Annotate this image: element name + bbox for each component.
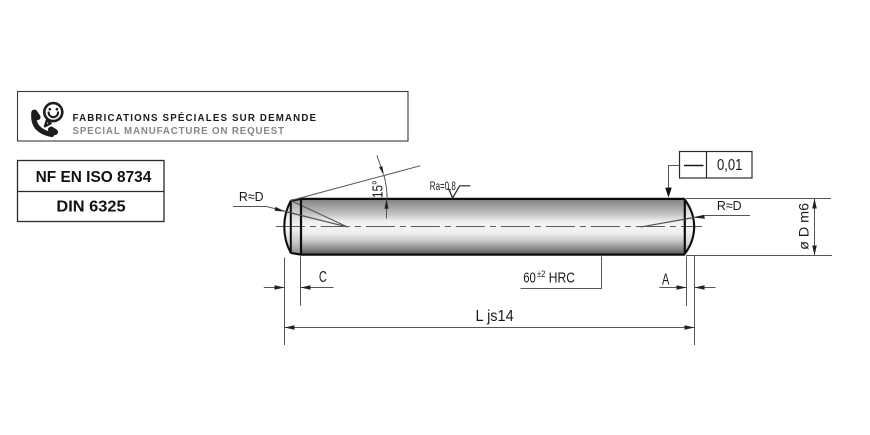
svg-text:R≈D: R≈D — [239, 189, 264, 204]
svg-text:15°: 15° — [370, 180, 387, 198]
svg-text:A: A — [662, 271, 670, 288]
svg-text:DIN 6325: DIN 6325 — [56, 199, 126, 216]
svg-text:±2: ±2 — [537, 269, 545, 280]
svg-text:FABRICATIONS SPÉCIALES SUR DEM: FABRICATIONS SPÉCIALES SUR DEMANDE — [73, 113, 317, 124]
svg-text:0,01: 0,01 — [717, 157, 743, 174]
svg-text:C: C — [319, 269, 327, 286]
svg-text:60: 60 — [523, 271, 536, 287]
svg-text:ø D m6: ø D m6 — [796, 203, 812, 250]
svg-text:L js14: L js14 — [476, 308, 515, 325]
svg-text:Ra=0,8: Ra=0,8 — [430, 181, 456, 193]
svg-text:SPECIAL MANUFACTURE ON REQUEST: SPECIAL MANUFACTURE ON REQUEST — [73, 126, 285, 137]
svg-text:R≈D: R≈D — [717, 198, 742, 213]
svg-text:NF EN ISO 8734: NF EN ISO 8734 — [36, 169, 152, 186]
svg-text:HRC: HRC — [549, 271, 575, 287]
